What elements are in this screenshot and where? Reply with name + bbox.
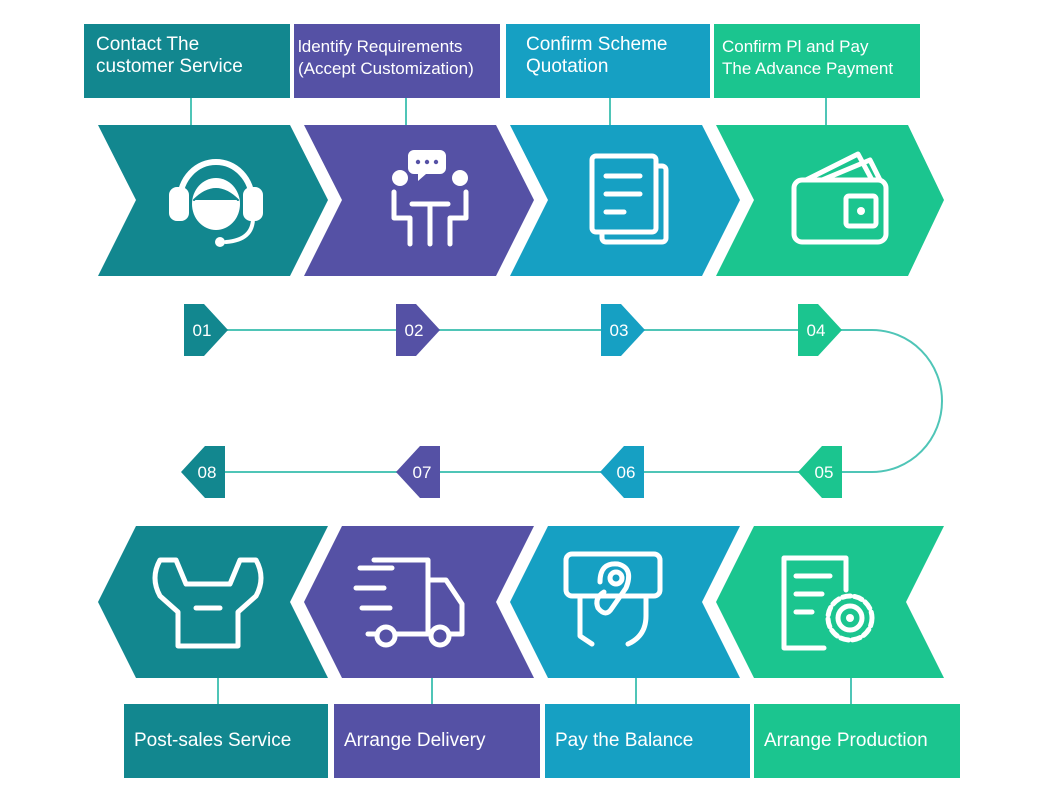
marker-numbers: 01 02 03 04 05 06 07 08 — [193, 321, 834, 482]
marker-number-07: 07 — [413, 463, 432, 482]
step-04-title-line-2: The Advance Payment — [722, 59, 894, 78]
step-07-title: Arrange Delivery — [344, 730, 486, 751]
chevron-step-08 — [98, 526, 328, 678]
delivery-truck-icon — [353, 557, 465, 648]
meeting-discussion-icon — [391, 150, 469, 247]
chevron-step-06 — [510, 526, 740, 678]
step-02-title-line-2: (Accept Customization) — [298, 59, 474, 78]
step-04-title-box: Confirm Pl and Pay The Advance Payment — [714, 24, 920, 98]
step-07-title-box: Arrange Delivery — [334, 704, 540, 778]
chevron-step-02 — [304, 125, 534, 276]
step-01-title-box: Contact The customer Service — [84, 24, 290, 98]
step-03-title-line-2: Quotation — [526, 56, 609, 77]
step-02-title-box: ldentify Requirements (Accept Customizat… — [294, 24, 500, 98]
step-05-title: Arrange Production — [764, 730, 928, 751]
step-02-title-line-1: ldentify Requirements — [298, 37, 463, 56]
hand-payment-icon — [563, 551, 663, 647]
chevron-step-05 — [716, 526, 944, 678]
step-08-title: Post-sales Service — [134, 730, 292, 751]
document-quotation-icon — [589, 153, 669, 245]
timeline-marker-01 — [184, 304, 228, 356]
step-05-title-box: Arrange Production — [754, 704, 960, 778]
headset-support-icon — [169, 159, 263, 247]
bottom-connectors — [217, 678, 852, 704]
step-08-title-box: Post-sales Service — [124, 704, 328, 778]
document-gear-icon — [781, 555, 875, 651]
step-06-title: Pay the Balance — [555, 730, 694, 751]
timeline-path — [225, 329, 943, 473]
marker-number-06: 06 — [617, 463, 636, 482]
step-04-title-line-1: Confirm Pl and Pay — [722, 37, 869, 56]
step-01-title-line-1: Contact The — [96, 34, 200, 55]
chevron-step-07 — [304, 526, 534, 678]
timeline-marker-04 — [798, 304, 842, 356]
marker-number-02: 02 — [405, 321, 424, 340]
marker-number-03: 03 — [610, 321, 629, 340]
timeline-marker-02 — [396, 304, 440, 356]
timeline-marker-08 — [181, 446, 225, 498]
timeline-marker-06 — [600, 446, 644, 498]
top-connectors — [190, 98, 827, 125]
timeline-marker-03 — [601, 304, 645, 356]
step-01-title-line-2: customer Service — [96, 56, 243, 77]
timeline-marker-07 — [396, 446, 440, 498]
step-03-title-line-1: Confirm Scheme — [526, 34, 668, 55]
marker-number-05: 05 — [815, 463, 834, 482]
marker-number-04: 04 — [807, 321, 826, 340]
step-06-title-box: Pay the Balance — [545, 704, 750, 778]
wrench-service-icon — [152, 557, 264, 649]
step-03-title-box: Confirm Scheme Quotation — [506, 24, 710, 98]
marker-number-01: 01 — [193, 321, 212, 340]
timeline-marker-05 — [798, 446, 842, 498]
wallet-icon — [791, 151, 889, 245]
marker-number-08: 08 — [198, 463, 217, 482]
